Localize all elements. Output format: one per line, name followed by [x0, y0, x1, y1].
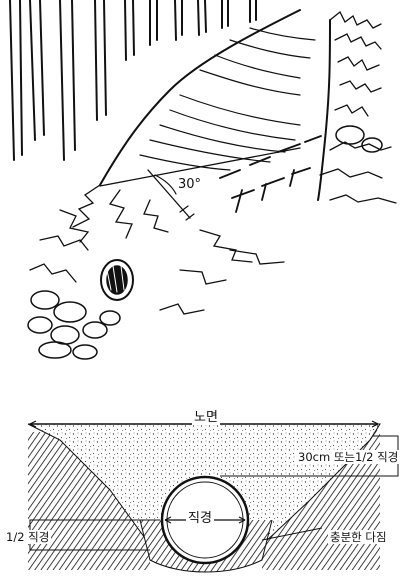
reference-line — [99, 147, 301, 187]
diameter-arrow-left — [164, 516, 172, 524]
compaction-leader — [261, 527, 323, 541]
road-edge-left — [99, 9, 301, 186]
right-brush — [319, 10, 397, 204]
diameter-arrow-right — [238, 516, 246, 524]
diameter-label: 직경 — [186, 511, 214, 526]
cover-depth-label: 30cm 또는1/2 직경 — [296, 450, 401, 464]
culvert-pipe-outlet — [100, 259, 134, 301]
rip-rap-rocks — [27, 290, 121, 360]
native-soil-left — [28, 432, 150, 570]
forest-scene — [9, 0, 397, 360]
half-diameter-label: 1/2 직경 — [4, 530, 52, 544]
cross-section — [27, 420, 399, 573]
road-surface-arrow-left — [29, 420, 37, 428]
angle-arc — [154, 174, 177, 195]
road-edge-right — [317, 19, 331, 201]
angle-tick — [179, 205, 195, 221]
ditch-bank — [29, 184, 285, 315]
road-surface-arrow-right — [371, 420, 379, 428]
angle-label: 30° — [176, 177, 204, 192]
culvert-alignment-dashes — [219, 135, 322, 213]
road-surface-label: 노면 — [192, 410, 220, 425]
compaction-label: 충분한 다짐 — [328, 530, 389, 544]
tree-trunks — [9, 0, 257, 161]
road-texture — [139, 27, 316, 171]
